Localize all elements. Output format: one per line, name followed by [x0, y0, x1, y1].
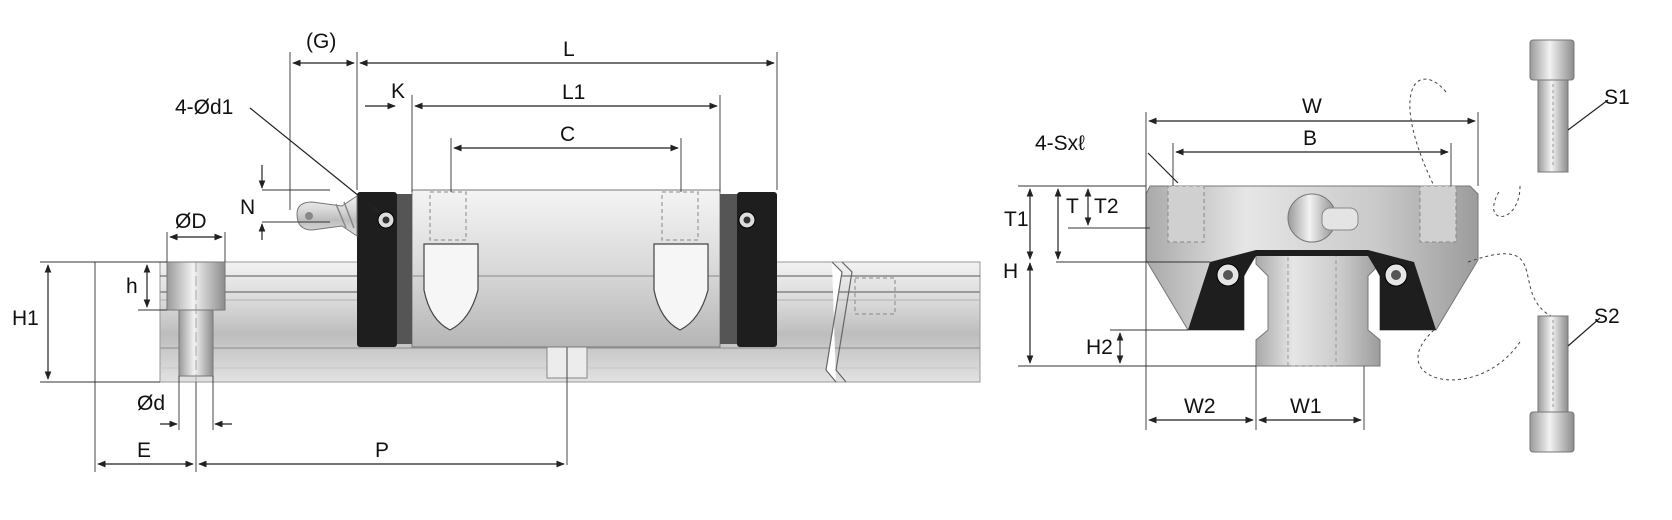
screw-s2: [1529, 315, 1575, 453]
screws: S1 S2: [1409, 39, 1630, 453]
label-big-d: ØD: [175, 210, 207, 233]
label-d1: 4-Ød1: [175, 96, 233, 119]
screw-s1: [1529, 39, 1575, 173]
label-t2: T2: [1094, 195, 1119, 218]
label-h-big: H: [1003, 260, 1018, 283]
grease-nipple-side: [296, 195, 358, 237]
label-s2: S2: [1594, 305, 1620, 328]
carriage-block-side: [357, 189, 777, 348]
side-dimensions: [40, 52, 778, 472]
label-w: W: [1302, 95, 1322, 118]
label-p: P: [375, 439, 389, 462]
front-view: W B 4-Sxℓ T1 T T2 H H2 W2 W1: [1003, 95, 1479, 430]
label-h2: H2: [1086, 336, 1113, 359]
side-view: (G) L K L1 4-Ød1 C N ØD h H1 Ød E P: [12, 30, 981, 472]
label-g: (G): [306, 30, 336, 53]
label-sxl: 4-Sxℓ: [1035, 132, 1085, 155]
rail-bolt-side: [166, 261, 226, 382]
label-s1: S1: [1604, 86, 1630, 109]
label-e: E: [137, 439, 151, 462]
label-t1: T1: [1004, 208, 1029, 231]
label-h-small: h: [126, 275, 138, 298]
rail-hole-center: [546, 330, 588, 465]
label-t: T: [1066, 195, 1079, 218]
grease-nipple-front: [1287, 193, 1359, 243]
label-k: K: [391, 80, 405, 103]
label-n: N: [240, 196, 255, 219]
label-c: C: [560, 123, 575, 146]
label-l1: L1: [562, 81, 585, 104]
label-l: L: [563, 38, 575, 61]
label-small-d: Ød: [137, 392, 165, 415]
front-dimensions: [1018, 112, 1479, 430]
label-w2: W2: [1184, 395, 1216, 418]
label-h1: H1: [12, 307, 39, 330]
label-b: B: [1303, 127, 1317, 150]
rail-front: [1255, 251, 1381, 367]
label-w1: W1: [1290, 395, 1322, 418]
